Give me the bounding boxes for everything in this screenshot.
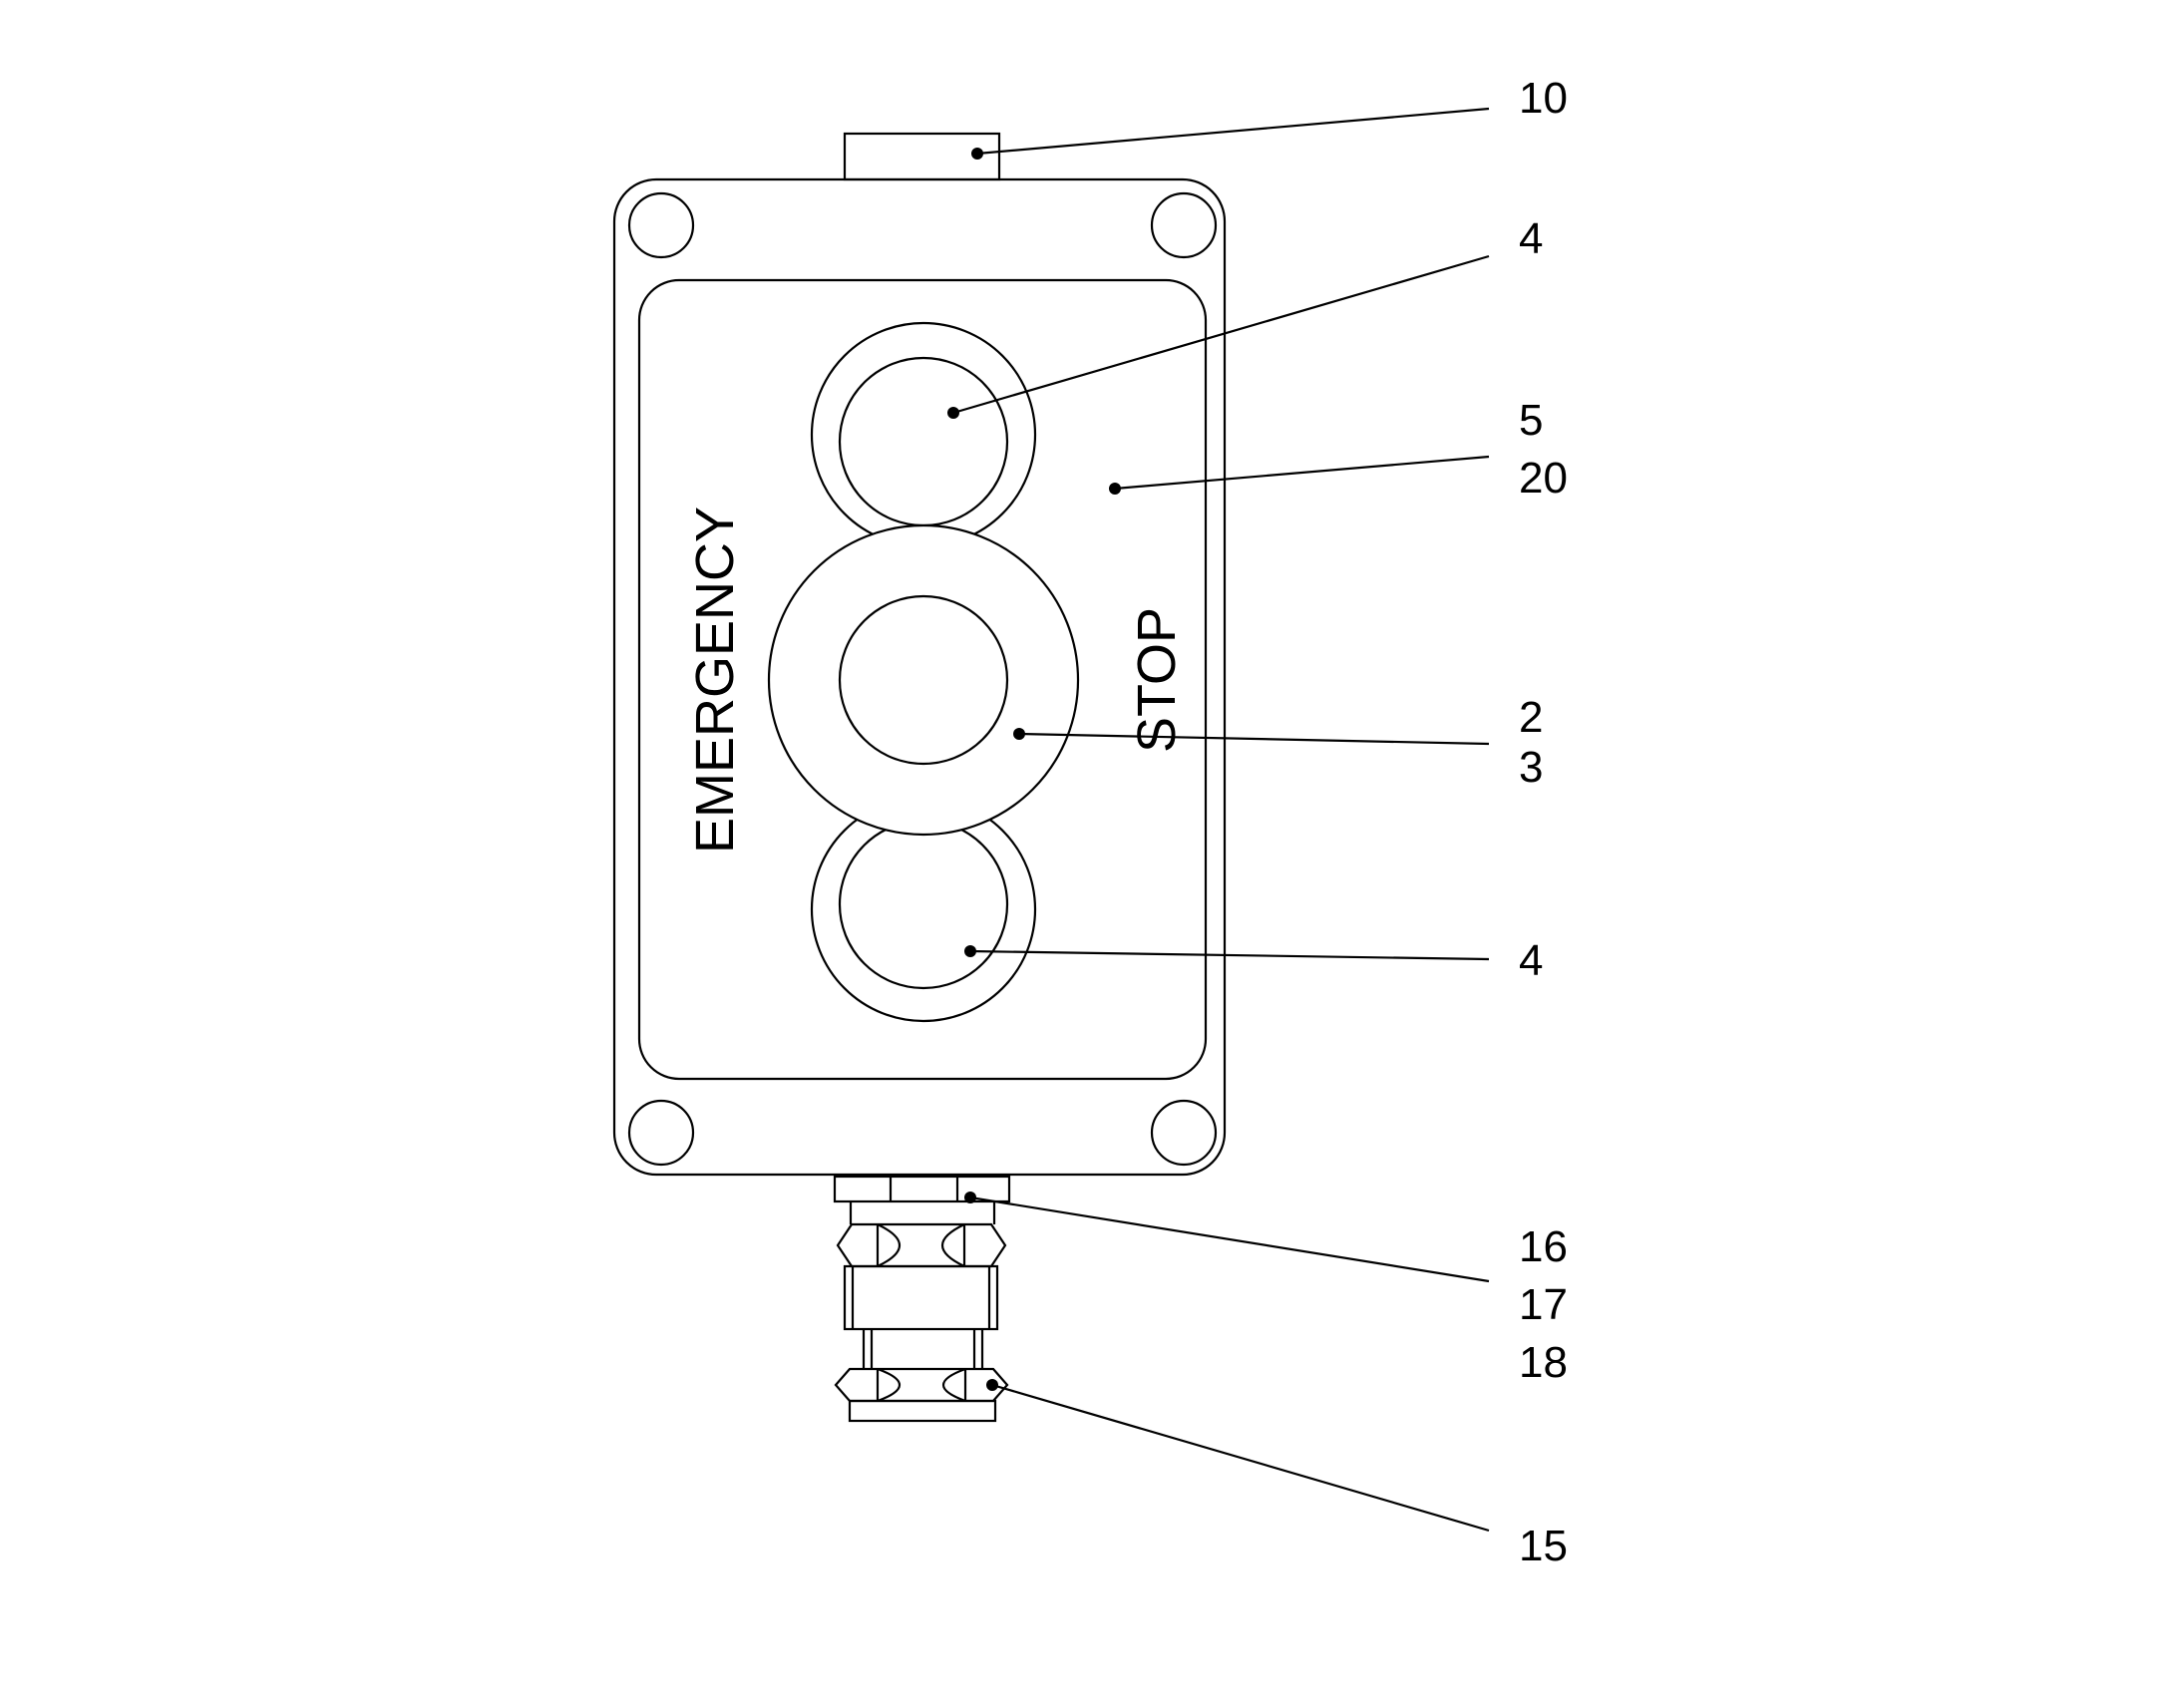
callout-4-top: 4 <box>1519 214 1543 263</box>
gland-cap <box>848 1399 997 1423</box>
callout-3: 3 <box>1519 743 1543 792</box>
leader-5-20 <box>1109 455 1490 495</box>
callout-15: 15 <box>1519 1522 1568 1570</box>
cable-gland <box>833 1175 1011 1423</box>
leader-4-top <box>947 254 1490 419</box>
estop-collar <box>767 523 1080 837</box>
bottom-button <box>838 819 1009 990</box>
estop-button <box>838 594 1009 766</box>
mounting-hole-bottom-right <box>1150 1099 1218 1167</box>
callout-20: 20 <box>1519 454 1568 503</box>
leader-4-bottom <box>964 945 1490 961</box>
front-plate <box>637 278 1208 1081</box>
callout-17: 17 <box>1519 1280 1568 1329</box>
leader-15 <box>986 1379 1490 1533</box>
label-stop: STOP <box>1127 607 1187 753</box>
enclosure-outer <box>612 177 1227 1177</box>
callout-16: 16 <box>1519 1222 1568 1271</box>
leader-16-18 <box>964 1192 1490 1283</box>
gland-body <box>843 1264 999 1331</box>
gland-flange <box>833 1175 1011 1203</box>
leader-10 <box>971 107 1490 160</box>
gland-hex-nut-lower <box>834 1367 1009 1403</box>
top-button <box>838 356 1009 527</box>
top-button-guard <box>810 321 1037 548</box>
leader-2-3 <box>1013 728 1490 746</box>
label-emergency: EMERGENCY <box>685 507 745 854</box>
callout-4-bottom: 4 <box>1519 936 1543 985</box>
callout-18: 18 <box>1519 1338 1568 1387</box>
callout-5: 5 <box>1519 396 1543 445</box>
mounting-hole-top-right <box>1150 191 1218 259</box>
mounting-hole-bottom-left <box>627 1099 695 1167</box>
mounting-hole-top-left <box>627 191 695 259</box>
callout-2: 2 <box>1519 693 1543 742</box>
callout-10: 10 <box>1519 74 1568 123</box>
gland-hex-nut-upper <box>836 1222 1007 1268</box>
